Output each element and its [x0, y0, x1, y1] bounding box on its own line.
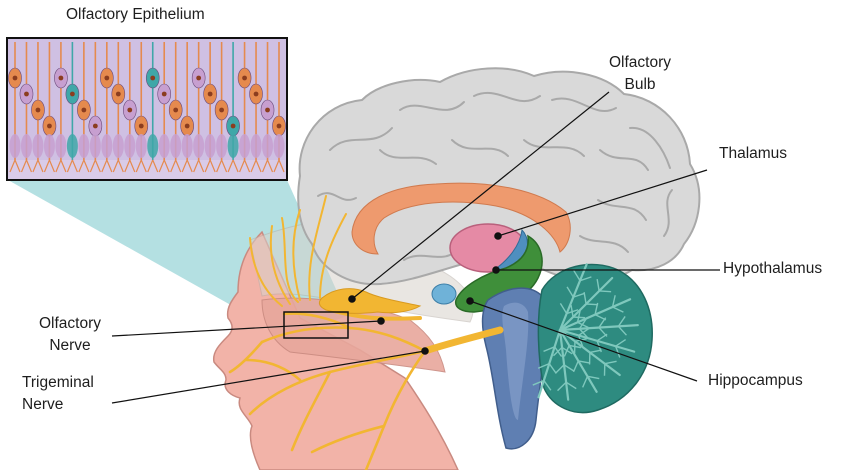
cell-nucleus — [36, 108, 41, 113]
lower-cell-body — [274, 134, 285, 158]
lower-cell-body — [193, 134, 204, 158]
cell-nucleus — [47, 124, 52, 129]
cell-nucleus — [139, 124, 144, 129]
lower-cell-body — [147, 134, 158, 158]
lower-cell-body — [159, 134, 170, 158]
cell-nucleus — [150, 76, 155, 81]
leader-dot-hippocampus — [467, 298, 473, 304]
basement-layer — [8, 160, 286, 179]
leader-dot-trigeminal-nerve — [422, 348, 428, 354]
label-hypothalamus: Hypothalamus — [723, 258, 822, 280]
lower-cell-body — [55, 134, 66, 158]
lower-cell-body — [113, 134, 124, 158]
lower-cell-body — [90, 134, 101, 158]
cell-nucleus — [208, 92, 213, 97]
leader-dot-bulb — [349, 296, 355, 302]
cell-nucleus — [81, 108, 86, 113]
lower-cell-body — [251, 134, 262, 158]
lower-cell-body — [239, 134, 250, 158]
cell-nucleus — [265, 108, 270, 113]
lower-cell-body — [228, 134, 239, 158]
cell-nucleus — [127, 108, 132, 113]
leader-dot-thalamus — [495, 233, 501, 239]
label-thalamus: Thalamus — [719, 143, 787, 165]
lower-cell-body — [124, 134, 135, 158]
cell-nucleus — [277, 124, 282, 129]
lower-cell-body — [10, 134, 21, 158]
lower-cell-body — [170, 134, 181, 158]
lower-cell-body — [32, 134, 43, 158]
cell-nucleus — [59, 76, 64, 81]
lower-cell-body — [67, 134, 78, 158]
cell-nucleus — [104, 76, 109, 81]
label-olfactory-epithelium: Olfactory Epithelium — [66, 4, 205, 26]
arbor-twig — [599, 291, 611, 292]
lower-cell-body — [262, 134, 273, 158]
arbor-twig — [586, 304, 598, 305]
cell-nucleus — [242, 76, 247, 81]
cell-nucleus — [185, 124, 190, 129]
lower-cell-body — [136, 134, 147, 158]
leader-dot-hypothalamus — [493, 267, 499, 273]
lower-cell-body — [78, 134, 89, 158]
cell-nucleus — [93, 124, 98, 129]
lower-cell-body — [216, 134, 227, 158]
cell-nucleus — [24, 92, 29, 97]
cell-nucleus — [162, 92, 167, 97]
cell-nucleus — [219, 108, 224, 113]
lower-cell-body — [182, 134, 193, 158]
cell-nucleus — [13, 76, 18, 81]
cell-nucleus — [231, 124, 236, 129]
lower-cell-body — [44, 134, 55, 158]
cell-nucleus — [196, 76, 201, 81]
cell-nucleus — [116, 92, 121, 97]
label-hippocampus: Hippocampus — [708, 370, 803, 392]
cell-nucleus — [254, 92, 259, 97]
pituitary — [432, 284, 456, 304]
cell-nucleus — [173, 108, 178, 113]
lower-cell-body — [21, 134, 32, 158]
lower-cell-body — [101, 134, 112, 158]
lower-cell-body — [205, 134, 216, 158]
leader-dot-olfactory-nerve — [378, 318, 384, 324]
cell-nucleus — [70, 92, 75, 97]
